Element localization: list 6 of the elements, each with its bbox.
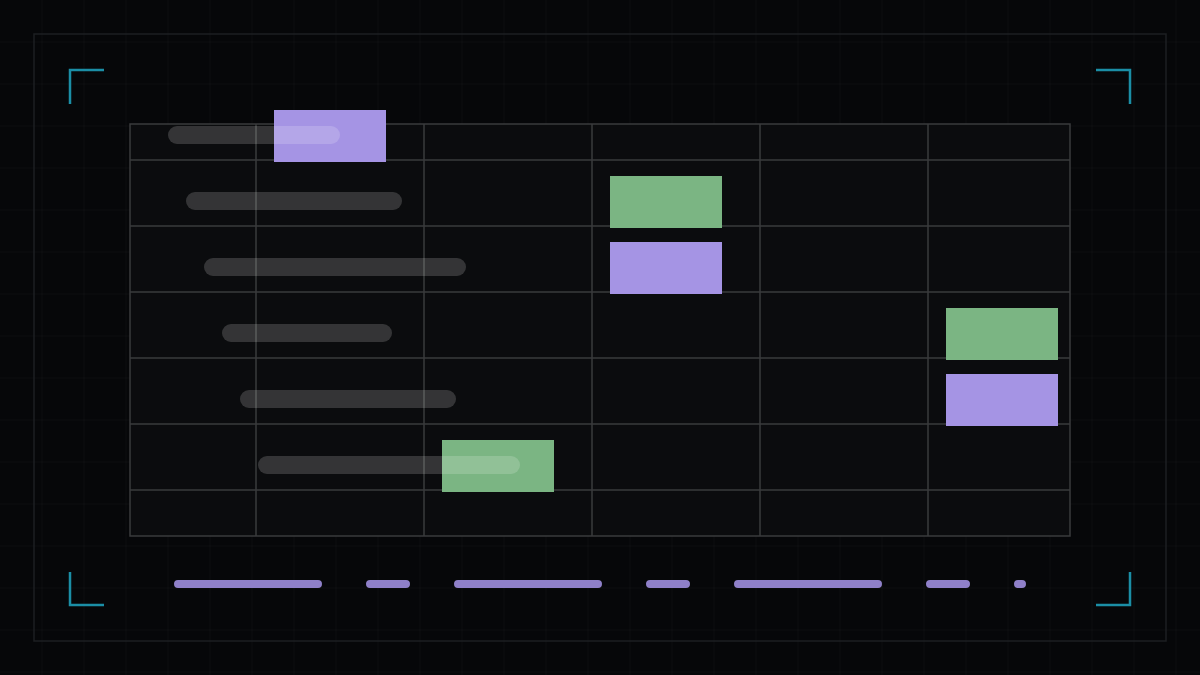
timeline-block: [946, 308, 1058, 360]
timeline-block: [610, 242, 722, 294]
timeline-block: [946, 374, 1058, 426]
timeline-block: [274, 110, 386, 162]
timeline-block: [442, 440, 554, 492]
timeline-block: [610, 176, 722, 228]
